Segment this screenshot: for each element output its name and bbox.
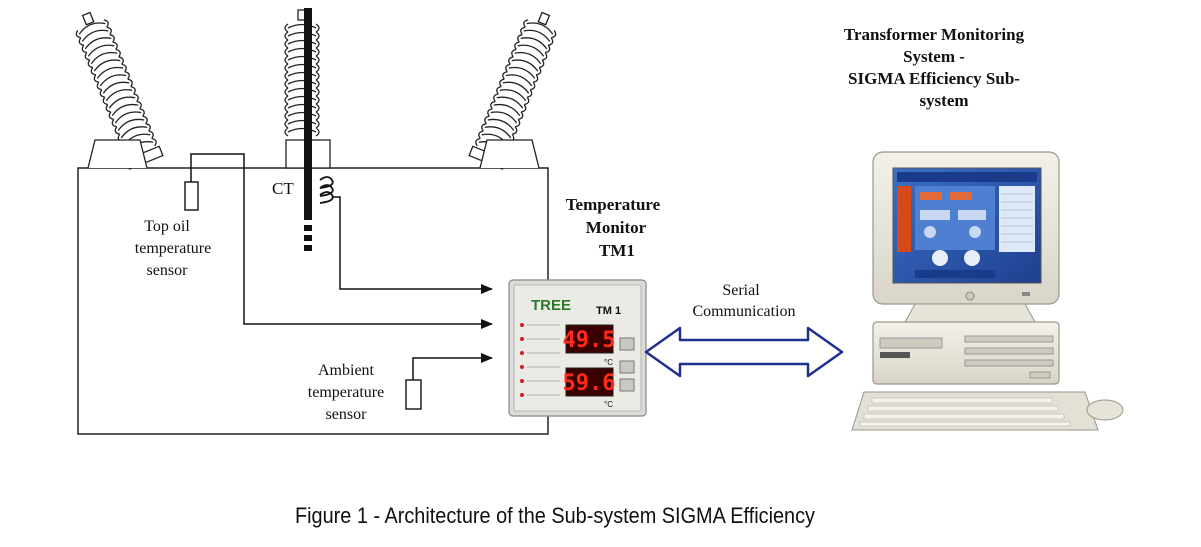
top-oil-label-line-2: temperature bbox=[135, 240, 211, 257]
system-title-line-2: System - bbox=[903, 47, 965, 66]
temperature-monitor-title-line-2: Monitor bbox=[586, 218, 647, 237]
figure-caption: Figure 1 - Architecture of the Sub-syste… bbox=[295, 503, 815, 528]
computer-workstation bbox=[851, 151, 1124, 431]
ct-label: CT bbox=[272, 179, 294, 198]
tm1-unit-bottom: °C bbox=[604, 400, 613, 409]
tm1-display-top-frame bbox=[565, 324, 614, 354]
tm1-model: TM 1 bbox=[596, 305, 621, 317]
tm1-brand: TREE bbox=[531, 297, 571, 314]
serial-communication-arrow bbox=[644, 326, 844, 378]
system-title-line-1: Transformer Monitoring bbox=[844, 25, 1025, 44]
ambient-sensor bbox=[405, 379, 422, 410]
ambient-label-line-3: sensor bbox=[326, 406, 368, 423]
left-bushing bbox=[75, 11, 164, 170]
ct-coil bbox=[319, 176, 334, 204]
screen-ui bbox=[897, 172, 1037, 278]
top-oil-sensor bbox=[184, 181, 199, 211]
tm1-display-top: 49.5 bbox=[563, 328, 616, 353]
temperature-monitor-title-line-1: Temperature bbox=[566, 195, 661, 214]
tm1-indicator-leds bbox=[520, 323, 524, 397]
top-oil-label-line-3: sensor bbox=[147, 262, 189, 279]
right-bushing bbox=[468, 11, 557, 170]
serial-label-line-1: Serial bbox=[722, 282, 760, 299]
tm1-unit-top: °C bbox=[604, 358, 613, 367]
wiring bbox=[190, 153, 493, 380]
tm1-display-bottom-frame bbox=[565, 367, 614, 397]
top-oil-label-line-1: Top oil bbox=[144, 218, 190, 235]
temperature-monitor-title-line-3: TM1 bbox=[599, 241, 635, 260]
ambient-label-line-1: Ambient bbox=[318, 362, 375, 379]
system-title-line-3: SIGMA Efficiency Sub- bbox=[848, 69, 1020, 88]
ambient-label-line-2: temperature bbox=[308, 384, 384, 401]
tm1-display-bottom: 59.6 bbox=[563, 371, 616, 396]
serial-label-line-2: Communication bbox=[692, 303, 795, 320]
ct-conductor bbox=[304, 8, 312, 251]
tm1-buttons bbox=[619, 337, 635, 392]
system-title-line-4: system bbox=[919, 91, 968, 110]
tm1-device: TREE TM 1 49.5 °C 59.6 °C bbox=[508, 279, 647, 417]
mouse bbox=[1086, 399, 1124, 421]
